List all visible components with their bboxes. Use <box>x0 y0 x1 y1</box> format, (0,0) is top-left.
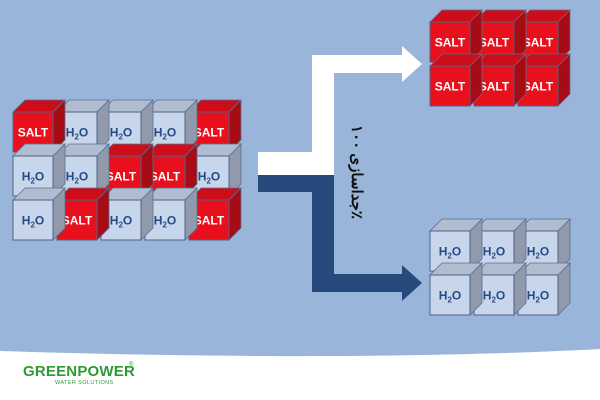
cube-front-face <box>429 274 471 316</box>
cube-front-face <box>12 199 54 241</box>
water-label: H2O <box>154 213 176 229</box>
salt-cube: SALT <box>188 187 242 241</box>
water-label: H2O <box>66 169 88 185</box>
salt-label: SALT <box>150 169 181 183</box>
water-label: H2O <box>66 125 88 141</box>
salt-label: SALT <box>435 35 466 49</box>
salt-label: SALT <box>523 35 554 49</box>
water-label: H2O <box>154 125 176 141</box>
water-label: H2O <box>483 244 505 260</box>
salt-label: SALT <box>479 79 510 93</box>
water-label: H2O <box>439 288 461 304</box>
brand-logo: GREENPOWER ® WATER SOLUTIONS <box>23 362 153 395</box>
separation-label: جداسازی ۱۰۰٪ <box>348 125 365 219</box>
water-label: H2O <box>22 169 44 185</box>
water-cube: H2O <box>12 187 66 241</box>
salt-label: SALT <box>194 125 225 139</box>
brand-registered-mark: ® <box>129 362 134 368</box>
salt-label: SALT <box>194 213 225 227</box>
brand-tagline: WATER SOLUTIONS <box>55 380 114 386</box>
diagram: SALT H2O H2O H2O SALT H2O SALT SALT H2O H2O SALT H2… <box>0 0 600 347</box>
water-cube: H2O <box>429 218 483 272</box>
salt-label: SALT <box>18 125 49 139</box>
water-output-arrow <box>258 175 422 301</box>
footer: GREENPOWER ® WATER SOLUTIONS <box>0 347 600 400</box>
salt-label: SALT <box>479 35 510 49</box>
cube-front-face <box>429 65 471 107</box>
water-cube: H2O <box>429 262 483 316</box>
salt-label: SALT <box>106 169 137 183</box>
water-output-cube-block: H2O H2O H2O H2O H2O H2O <box>429 218 571 316</box>
salt-output-cube-block: SALT SALT SALT SALT SALT SALT <box>429 9 571 107</box>
salt-cube: SALT <box>429 53 483 107</box>
water-label: H2O <box>527 244 549 260</box>
salt-label: SALT <box>523 79 554 93</box>
water-label: H2O <box>110 213 132 229</box>
salt-cube: SALT <box>100 143 154 197</box>
salt-label: SALT <box>435 79 466 93</box>
water-label: H2O <box>22 213 44 229</box>
footer-wave <box>0 347 600 357</box>
salt-output-arrow <box>258 46 422 175</box>
brand-name: GREENPOWER <box>23 363 136 380</box>
water-label: H2O <box>198 169 220 185</box>
water-label: H2O <box>439 244 461 260</box>
feed-cube-block: SALT H2O H2O H2O SALT H2O SALT SALT H2O H2O SALT H2… <box>12 99 242 241</box>
salt-label: SALT <box>62 213 93 227</box>
water-label: H2O <box>483 288 505 304</box>
water-cube: H2O <box>100 187 154 241</box>
water-label: H2O <box>527 288 549 304</box>
water-label: H2O <box>110 125 132 141</box>
